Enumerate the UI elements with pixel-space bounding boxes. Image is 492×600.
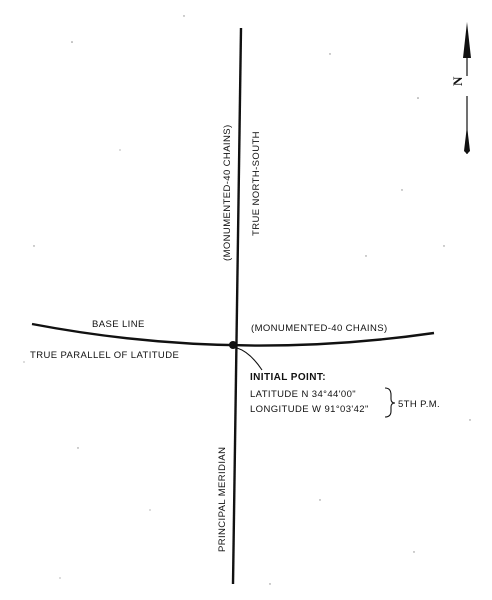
initial-point-leader: [236, 347, 263, 371]
meridian-upper-left-label: (MONUMENTED-40 CHAINS): [222, 124, 233, 261]
latitude-label: LATITUDE N 34°44'00": [250, 389, 356, 400]
base-line-right-label: (MONUMENTED-40 CHAINS): [251, 323, 388, 334]
north-arrow-icon: N: [450, 22, 471, 154]
initial-point-label: INITIAL POINT:: [250, 372, 326, 383]
longitude-label: LONGITUDE W 91°03'42": [250, 404, 369, 415]
principal-meridian-label: PRINCIPAL MERIDIAN: [217, 447, 228, 552]
base-line-label: BASE LINE: [92, 319, 145, 330]
north-letter: N: [450, 76, 465, 86]
initial-point-marker-icon: [229, 341, 237, 349]
principal-meridian-line: [231, 27, 243, 585]
pm-label: 5TH P.M.: [398, 399, 440, 410]
meridian-upper-right-label: TRUE NORTH-SOUTH: [251, 131, 262, 236]
parallel-label: TRUE PARALLEL OF LATITUDE: [30, 350, 179, 361]
coordinate-brace: [384, 387, 396, 418]
scan-speckle: [23, 15, 471, 585]
